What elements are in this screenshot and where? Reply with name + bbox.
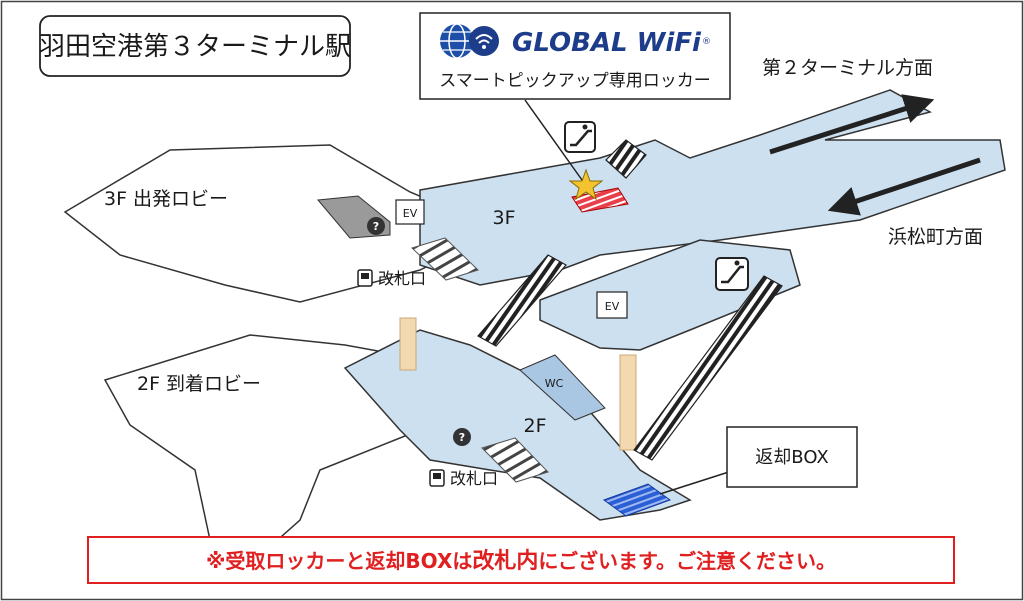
stairs-2f [481, 437, 549, 483]
notice-text: ※受取ロッカーと返却BOXは改札内にございます。ご注意ください。 [206, 548, 836, 574]
notice-emphasis: 改札内 [472, 548, 538, 574]
star-icon [568, 168, 604, 201]
notice-part2: にございます。ご注意ください。 [538, 549, 836, 573]
return-box-callout [726, 426, 858, 488]
label-3f: 3F [492, 207, 515, 229]
pickup-locker [571, 187, 629, 213]
callout-line-locker [524, 99, 583, 181]
wifi-icon [469, 26, 499, 56]
info-icon-3f [367, 217, 385, 235]
pillar-left [399, 317, 417, 371]
label-3f-lobby: 3F 出発ロビー [104, 188, 228, 210]
direction-hamamatsucho: 浜松町方面 [888, 226, 983, 248]
escalator-icon-platform [715, 257, 749, 291]
floor-2f-concourse [343, 329, 692, 521]
global-wifi-sign [419, 12, 731, 100]
escalator-3f-2f [477, 254, 567, 347]
sign-subtitle: スマートピックアップ専用ロッカー [439, 71, 711, 91]
return-box [602, 483, 672, 517]
notice-part1: ※受取ロッカーと返却BOXは [206, 549, 472, 573]
direction-terminal2: 第２ターミナル方面 [762, 57, 933, 79]
wc-label: WC [545, 377, 564, 390]
elevator-platform [596, 291, 628, 319]
escalator-platform [633, 275, 783, 461]
arrow-to-terminal2 [769, 94, 935, 155]
brand-registered: ® [702, 37, 711, 47]
wc-block [519, 354, 606, 421]
globe-icon [440, 23, 474, 59]
elevator-3f-label: EV [403, 207, 418, 220]
station-title-box [39, 15, 351, 77]
return-box-label: 返却BOX [755, 447, 828, 468]
callout-line-return [659, 469, 736, 495]
elevator-platform-label: EV [605, 300, 620, 313]
ticket-gate-3f: 改札口 [357, 269, 426, 288]
pillar-right [619, 354, 637, 451]
brand-name: GLOBAL WiFi [512, 28, 702, 58]
info-icon-3f-text: ? [373, 220, 379, 233]
stairs-3f [411, 237, 479, 281]
station-title: 羽田空港第３ターミナル駅 [39, 32, 351, 62]
label-2f-lobby: 2F 到着ロビー [137, 373, 261, 395]
gate-label-2f: 改札口 [450, 469, 498, 488]
ticket-gate-2f: 改札口 [429, 469, 498, 488]
arrow-to-hamamatsucho [827, 157, 981, 216]
gate-label-3f: 改札口 [378, 269, 426, 288]
info-icon-2f [453, 428, 471, 446]
escalator-upper [605, 139, 647, 179]
label-2f: 2F [523, 415, 546, 437]
info-icon-2f-text: ? [459, 431, 465, 444]
elevator-3f [395, 199, 425, 225]
escalator-icon [564, 121, 596, 153]
floor-2f-lobby [103, 334, 421, 561]
notice-box [87, 536, 955, 584]
